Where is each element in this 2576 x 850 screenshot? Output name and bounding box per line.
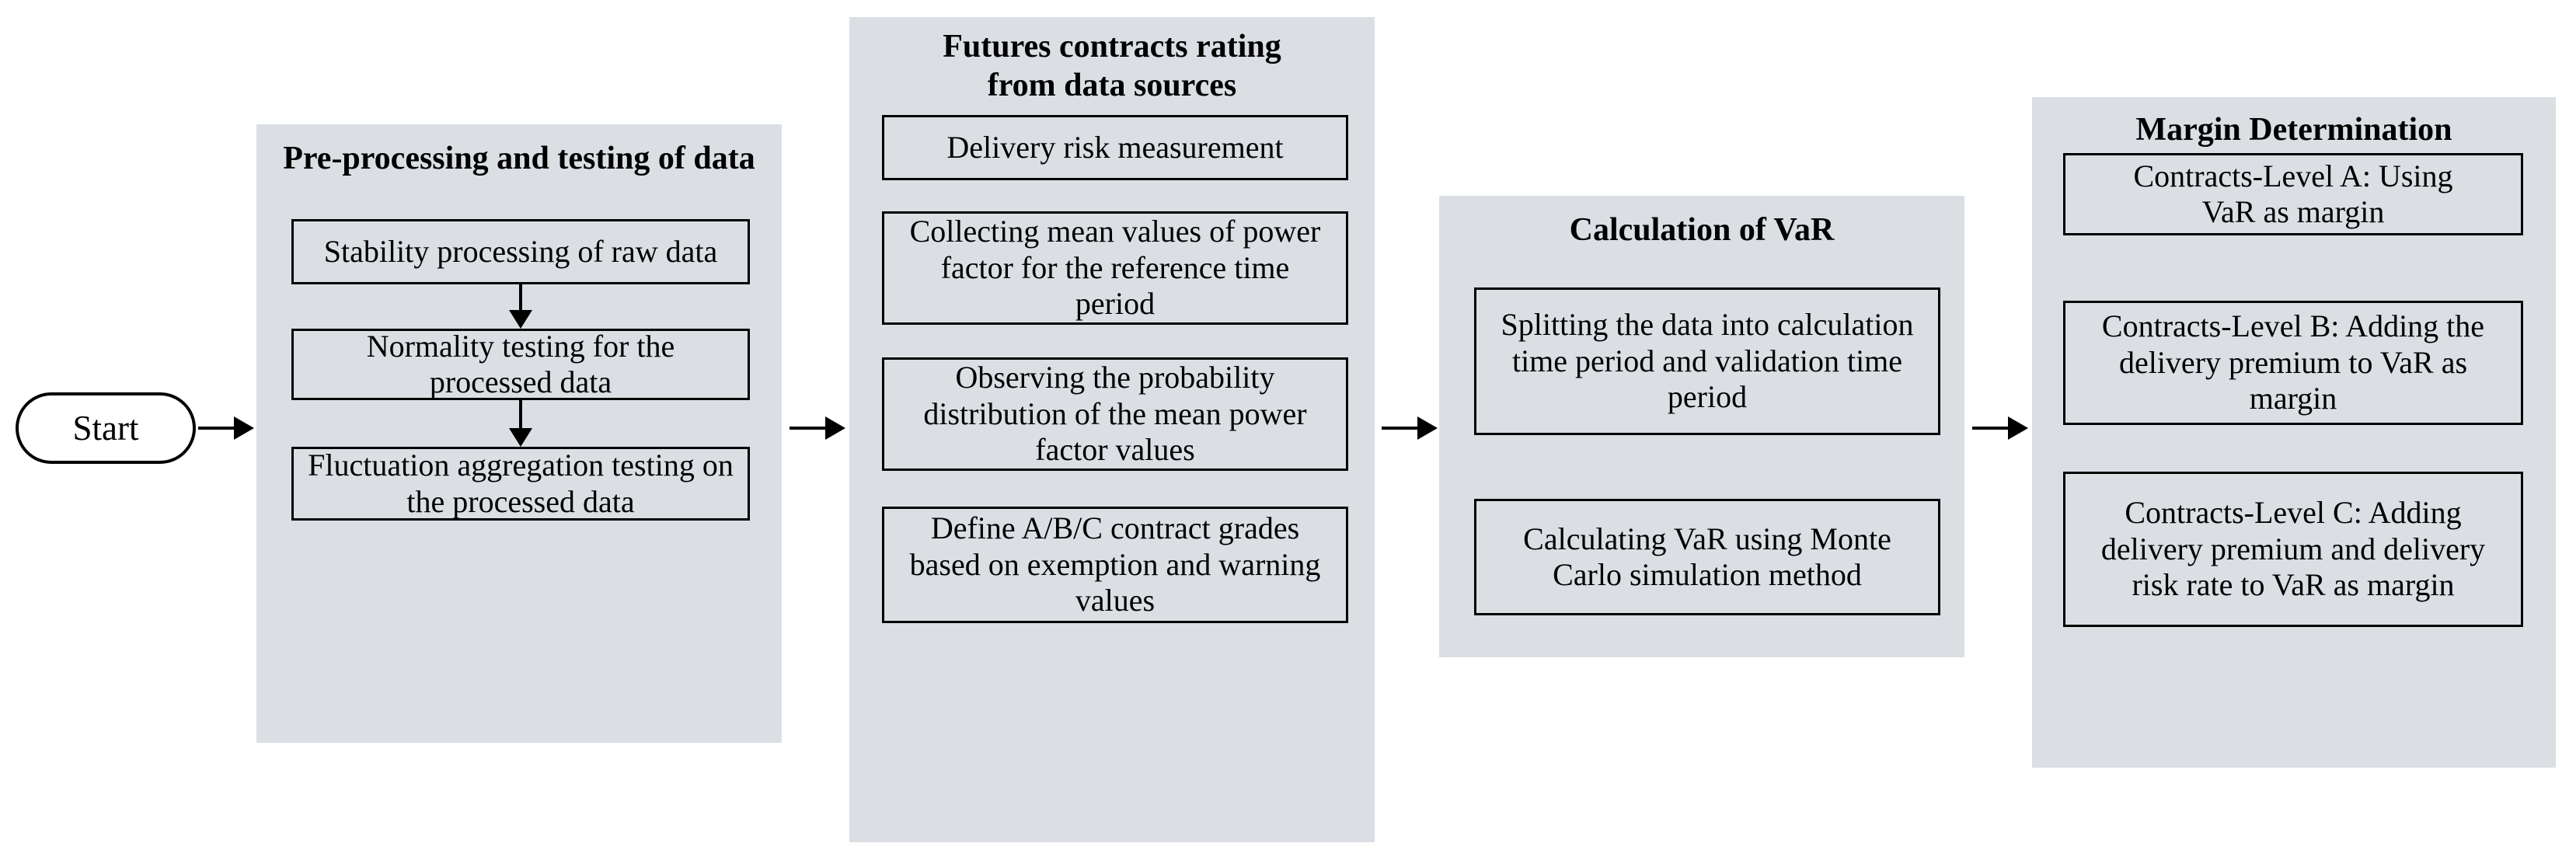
panel-margin-determination: Margin Determination Contracts-Level A: … xyxy=(2032,97,2556,768)
node-label: Contracts-Level A: Using VaR as margin xyxy=(2133,158,2453,229)
arrow-preprocessing-to-rating xyxy=(790,416,845,440)
panel-var-calculation: Calculation of VaR Splitting the data in… xyxy=(1439,196,1964,657)
node-delivery-risk-measurement[interactable]: Delivery risk measurement xyxy=(882,115,1348,180)
node-contracts-level-a[interactable]: Contracts-Level A: Using VaR as margin xyxy=(2063,153,2523,235)
node-collecting-mean-values[interactable]: Collecting mean values of power factor f… xyxy=(882,211,1348,325)
node-normality-testing[interactable]: Normality testing for the processed data xyxy=(291,329,750,400)
panel-title-margin-determination: Margin Determination xyxy=(2135,112,2452,148)
node-observing-probability[interactable]: Observing the probability distribution o… xyxy=(882,357,1348,471)
arrow-normality-to-fluctuation xyxy=(509,400,532,447)
arrow-stability-to-normality xyxy=(509,284,532,329)
node-monte-carlo-var[interactable]: Calculating VaR using Monte Carlo simula… xyxy=(1474,499,1940,615)
node-splitting-data[interactable]: Splitting the data into calculation time… xyxy=(1474,287,1940,435)
start-terminator[interactable]: Start xyxy=(16,392,196,464)
panel-title-pre-processing: Pre-processing and testing of data xyxy=(283,141,755,176)
node-define-contract-grades[interactable]: Define A/B/C contract grades based on ex… xyxy=(882,507,1348,623)
arrow-start-to-preprocessing xyxy=(198,416,254,440)
node-label: Define A/B/C contract grades based on ex… xyxy=(909,510,1321,618)
arrow-rating-to-var xyxy=(1382,416,1438,440)
node-contracts-level-c[interactable]: Contracts-Level C: Adding delivery premi… xyxy=(2063,472,2523,627)
panel-title-var-calculation: Calculation of VaR xyxy=(1569,212,1835,248)
start-label: Start xyxy=(72,409,139,448)
node-label: Stability processing of raw data xyxy=(323,233,718,269)
node-label: Calculating VaR using Monte Carlo simula… xyxy=(1523,521,1891,592)
node-label: Contracts-Level C: Adding delivery premi… xyxy=(2100,495,2486,603)
node-label: Contracts-Level B: Adding the delivery p… xyxy=(2101,308,2485,416)
node-label: Collecting mean values of power factor f… xyxy=(909,214,1321,322)
panel-title-futures-rating: Futures contracts rating from data sourc… xyxy=(943,29,1281,103)
panel-futures-rating: Futures contracts rating from data sourc… xyxy=(849,17,1375,842)
node-stability-processing[interactable]: Stability processing of raw data xyxy=(291,219,750,284)
node-contracts-level-b[interactable]: Contracts-Level B: Adding the delivery p… xyxy=(2063,301,2523,425)
node-label: Normality testing for the processed data xyxy=(366,328,675,399)
node-label: Splitting the data into calculation time… xyxy=(1501,307,1914,415)
node-fluctuation-aggregation[interactable]: Fluctuation aggregation testing on the p… xyxy=(291,447,750,521)
node-label: Observing the probability distribution o… xyxy=(923,360,1307,468)
node-label: Delivery risk measurement xyxy=(946,129,1284,165)
arrow-var-to-margin xyxy=(1972,416,2028,440)
panel-pre-processing: Pre-processing and testing of data Stabi… xyxy=(256,124,782,743)
node-label: Fluctuation aggregation testing on the p… xyxy=(308,448,734,519)
